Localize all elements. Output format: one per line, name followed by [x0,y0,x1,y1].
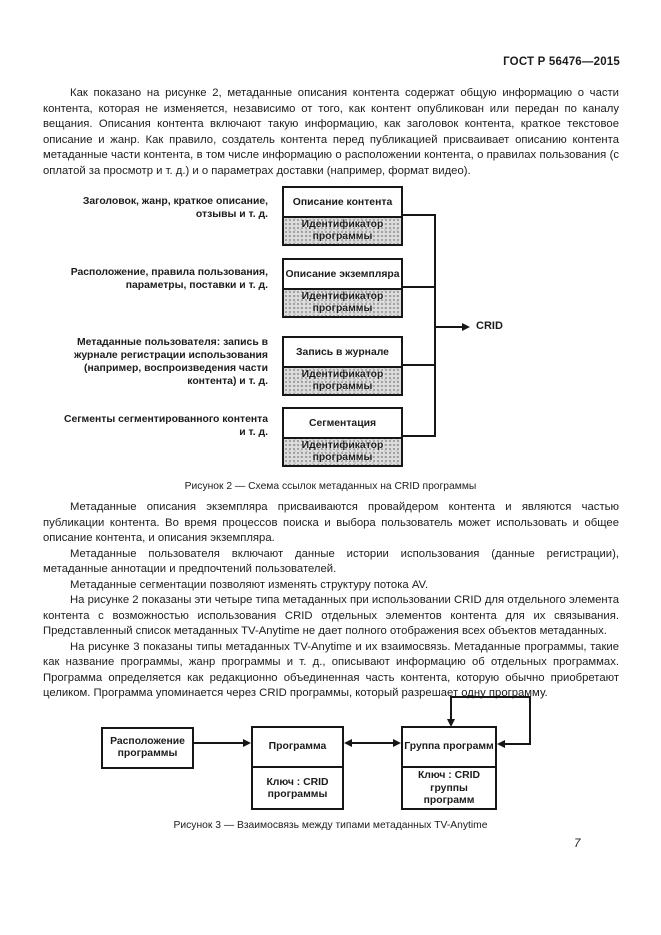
figure2-box-segmentation: Сегментация Идентификатор программы [282,407,403,467]
figure2-row2-label: Расположение, правила пользования, парам… [70,267,268,291]
arrow-line [194,742,244,744]
crid-label: CRID [476,320,503,332]
figure-2-diagram: Заголовок, жанр, краткое описание, отзыв… [0,185,661,481]
figure2-row1-label: Заголовок, жанр, краткое описание, отзыв… [82,196,268,220]
figure2-box-title: Сегментация [284,409,401,439]
figure3-group-key: Ключ : CRID группы программ [417,770,481,807]
loop-line [529,696,531,745]
paragraph: Метаданные описания экземпляра присваива… [43,501,619,544]
connector-bus-line [434,214,436,437]
right-arrowhead-icon [243,739,251,747]
figure3-box-program: Программа Ключ : CRID программы [251,726,344,810]
figure3-box-program-group: Группа программ Ключ : CRID группы прогр… [401,726,497,810]
paragraph: Метаданные пользователя включают данные … [43,547,619,576]
loop-left-arrowhead-icon [497,740,505,748]
figure-2-caption: Рисунок 2 — Схема ссылок метаданных на C… [184,481,477,492]
figure2-box-instance-description: Описание экземпляра Идентификатор програ… [282,258,403,318]
connector-line [401,214,436,216]
paragraph: Как показано на рисунке 2, метаданные оп… [43,87,619,177]
connector-line [401,435,436,437]
document-header: ГОСТ Р 56476—2015 [503,56,620,68]
figure3-program-title: Программа [253,728,342,768]
connector-line [401,286,436,288]
page-number: 7 [574,838,581,850]
connector-line [401,364,436,366]
figure2-row4-label: Сегменты сегментированного контента и т.… [63,414,268,438]
figure2-row3-label: Метаданные пользователя: запись в журнал… [74,337,268,387]
figure3-box-program-location: Расположение программы [101,727,194,769]
paragraph: Метаданные сегментации позволяют изменят… [70,578,429,591]
right-arrowhead-icon [393,739,401,747]
figure2-program-identifier: Идентификатор программы [284,368,401,394]
loop-line [450,696,452,720]
figure2-program-identifier: Идентификатор программы [284,439,401,465]
arrow-line [351,742,394,744]
figure-3-caption: Рисунок 3 — Взаимосвязь между типами мет… [173,820,488,831]
figure2-box-content-description: Описание контента Идентификатор программ… [282,186,403,246]
figure-3-diagram: Расположение программы Программа Ключ : … [0,688,661,823]
figure3-group-title: Группа программ [403,728,495,768]
loop-line [450,696,531,698]
loop-line [505,743,531,745]
figure3-program-key: Ключ : CRID программы [266,776,329,801]
figure2-box-title: Запись в журнале [284,338,401,368]
text-block-middle: Метаданные описания экземпляра присваива… [43,500,619,702]
paragraph: На рисунке 3 показаны типы метаданных TV… [43,640,619,700]
figure2-program-identifier: Идентификатор программы [284,290,401,316]
crid-arrowhead-icon [462,323,470,331]
paragraph: На рисунке 2 показаны эти четыре типа ме… [43,594,619,637]
crid-arrow-line [434,326,462,328]
left-arrowhead-icon [344,739,352,747]
figure2-box-log-record: Запись в журнале Идентификатор программы [282,336,403,396]
loop-down-arrowhead-icon [447,719,455,727]
figure2-box-title: Описание контента [284,188,401,218]
text-block-top: Как показано на рисунке 2, метаданные оп… [43,86,619,179]
figure2-program-identifier: Идентификатор программы [284,218,401,244]
figure2-box-title: Описание экземпляра [284,260,401,290]
